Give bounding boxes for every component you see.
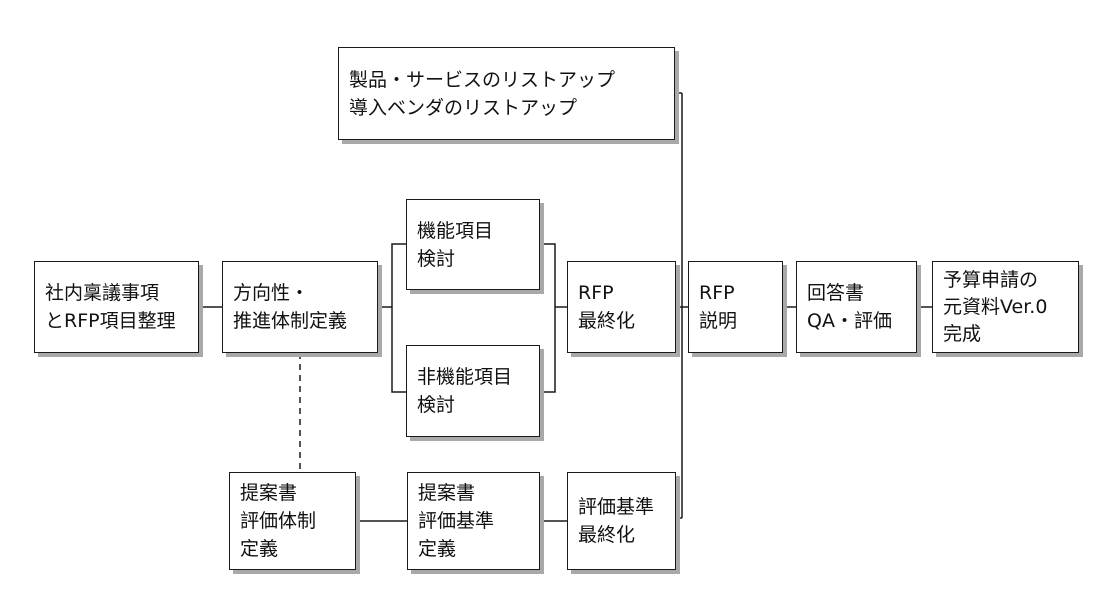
node-text: RFP <box>699 282 735 304</box>
node-text: 定義 <box>240 538 279 560</box>
node-proposal-evaluation-team: 提案書 評価体制 定義 <box>229 472 356 570</box>
node-text: 定義 <box>418 538 457 560</box>
node-text: 予算申請の <box>943 268 1039 291</box>
node-text: 最終化 <box>578 310 636 332</box>
node-text: 非機能項目 <box>417 366 513 388</box>
node-text: 製品・サービスのリストアップ <box>349 68 616 91</box>
bracket-left <box>391 243 406 393</box>
node-budget-request: 予算申請の 元資料Ver.0 完成 <box>932 261 1079 353</box>
node-text: RFP <box>578 282 614 304</box>
node-text: 最終化 <box>578 524 636 546</box>
node-text: 評価基準 <box>418 510 495 532</box>
node-answer-evaluation: 回答書 QA・評価 <box>796 261 917 353</box>
node-text: 方向性・ <box>233 282 310 304</box>
node-text: 元資料Ver.0 <box>943 295 1048 318</box>
node-text: 評価体制 <box>240 510 317 532</box>
node-text: 説明 <box>699 310 738 332</box>
node-text: とRFP項目整理 <box>45 310 176 332</box>
node-text: 提案書 <box>418 482 476 504</box>
node-rfp-finalize: RFP 最終化 <box>567 261 676 353</box>
node-criteria-finalize: 評価基準 最終化 <box>567 472 676 570</box>
node-text: 推進体制定義 <box>233 310 348 332</box>
node-text: 検討 <box>417 247 456 270</box>
node-functional-items: 機能項目 検討 <box>406 199 540 290</box>
node-text: 完成 <box>943 322 982 345</box>
node-text: QA・評価 <box>807 310 892 332</box>
node-nonfunctional-items: 非機能項目 検討 <box>406 345 540 437</box>
node-internal-approval: 社内稟議事項 とRFP項目整理 <box>34 261 199 353</box>
node-text: 社内稟議事項 <box>45 282 160 304</box>
node-direction-structure: 方向性・ 推進体制定義 <box>222 261 378 353</box>
node-proposal-evaluation-criteria: 提案書 評価基準 定義 <box>407 472 540 570</box>
node-text: 検討 <box>417 394 456 416</box>
node-text: 回答書 <box>807 282 865 304</box>
node-product-vendor-list: 製品・サービスのリストアップ 導入ベンダのリストアップ <box>338 47 675 140</box>
node-text: 導入ベンダのリストアップ <box>349 96 578 119</box>
node-text: 提案書 <box>240 482 298 504</box>
node-text: 評価基準 <box>578 496 655 518</box>
bracket-right <box>540 243 556 393</box>
node-text: 機能項目 <box>417 219 494 242</box>
node-rfp-explanation: RFP 説明 <box>688 261 783 353</box>
